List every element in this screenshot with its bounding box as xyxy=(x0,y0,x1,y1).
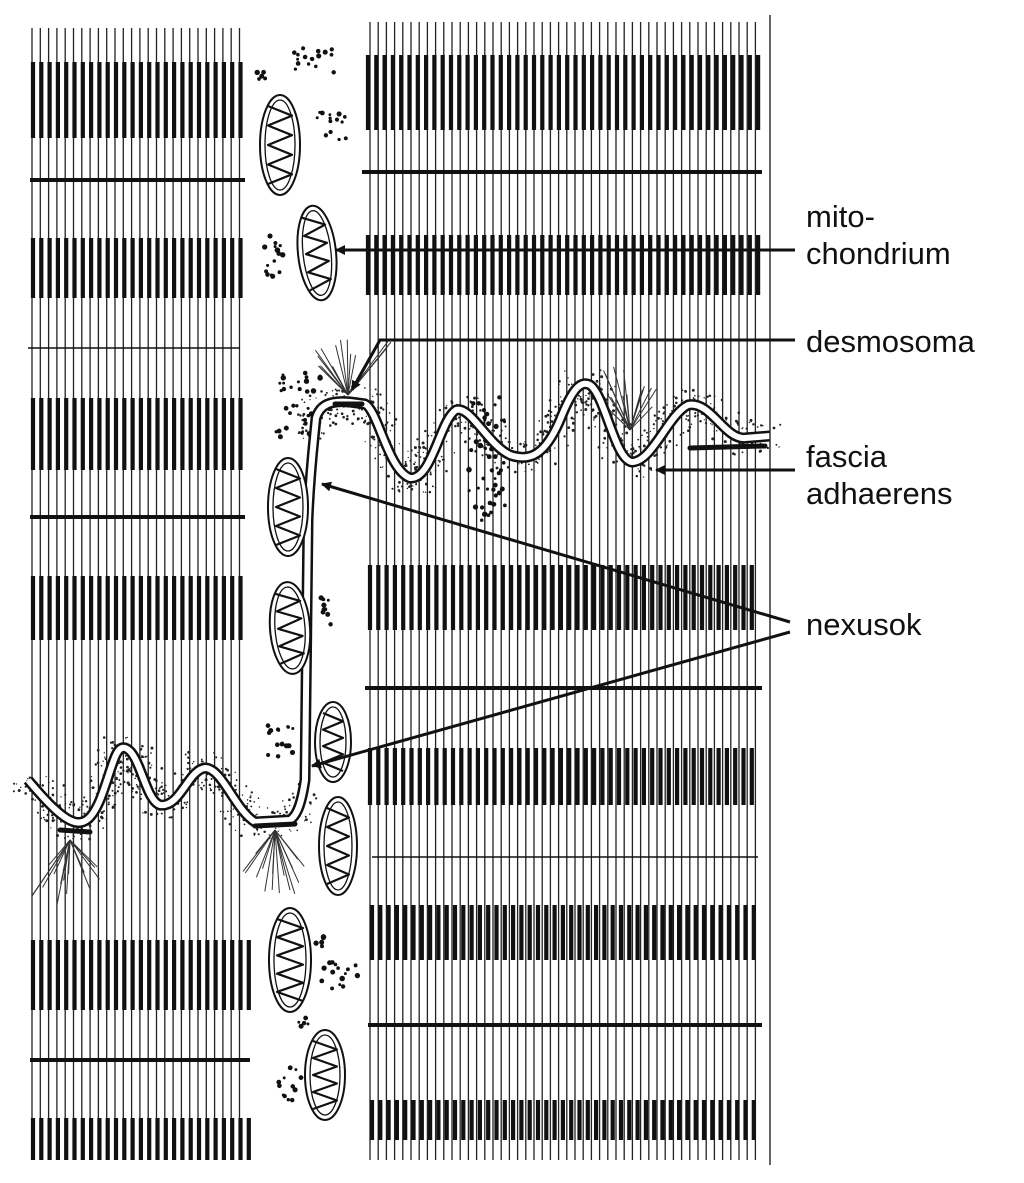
mitochondria xyxy=(259,94,358,1121)
label-desmosoma: desmosoma xyxy=(806,324,976,359)
desmosome-plaques xyxy=(57,401,768,835)
label-mitochondrium-1: mito- xyxy=(806,199,875,234)
thick-filament-bands xyxy=(30,55,761,1160)
label-pointers xyxy=(311,245,795,769)
pointer-nexusok-upper xyxy=(321,481,791,624)
intercalated-disc-membrane xyxy=(23,378,771,828)
label-mitochondrium-2: chondrium xyxy=(806,236,951,271)
labels: mito- chondrium desmosoma fascia adhaere… xyxy=(806,199,976,642)
fascia-adhaerens-density xyxy=(12,369,782,841)
label-nexusok: nexusok xyxy=(806,607,922,642)
desmosome-fibrils xyxy=(31,339,657,907)
pointer-desmosoma xyxy=(350,338,795,391)
label-fascia-1: fascia xyxy=(806,439,888,474)
z-lines xyxy=(28,170,762,1062)
label-fascia-2: adhaerens xyxy=(806,476,953,511)
pointer-nexusok-lower xyxy=(311,630,791,769)
